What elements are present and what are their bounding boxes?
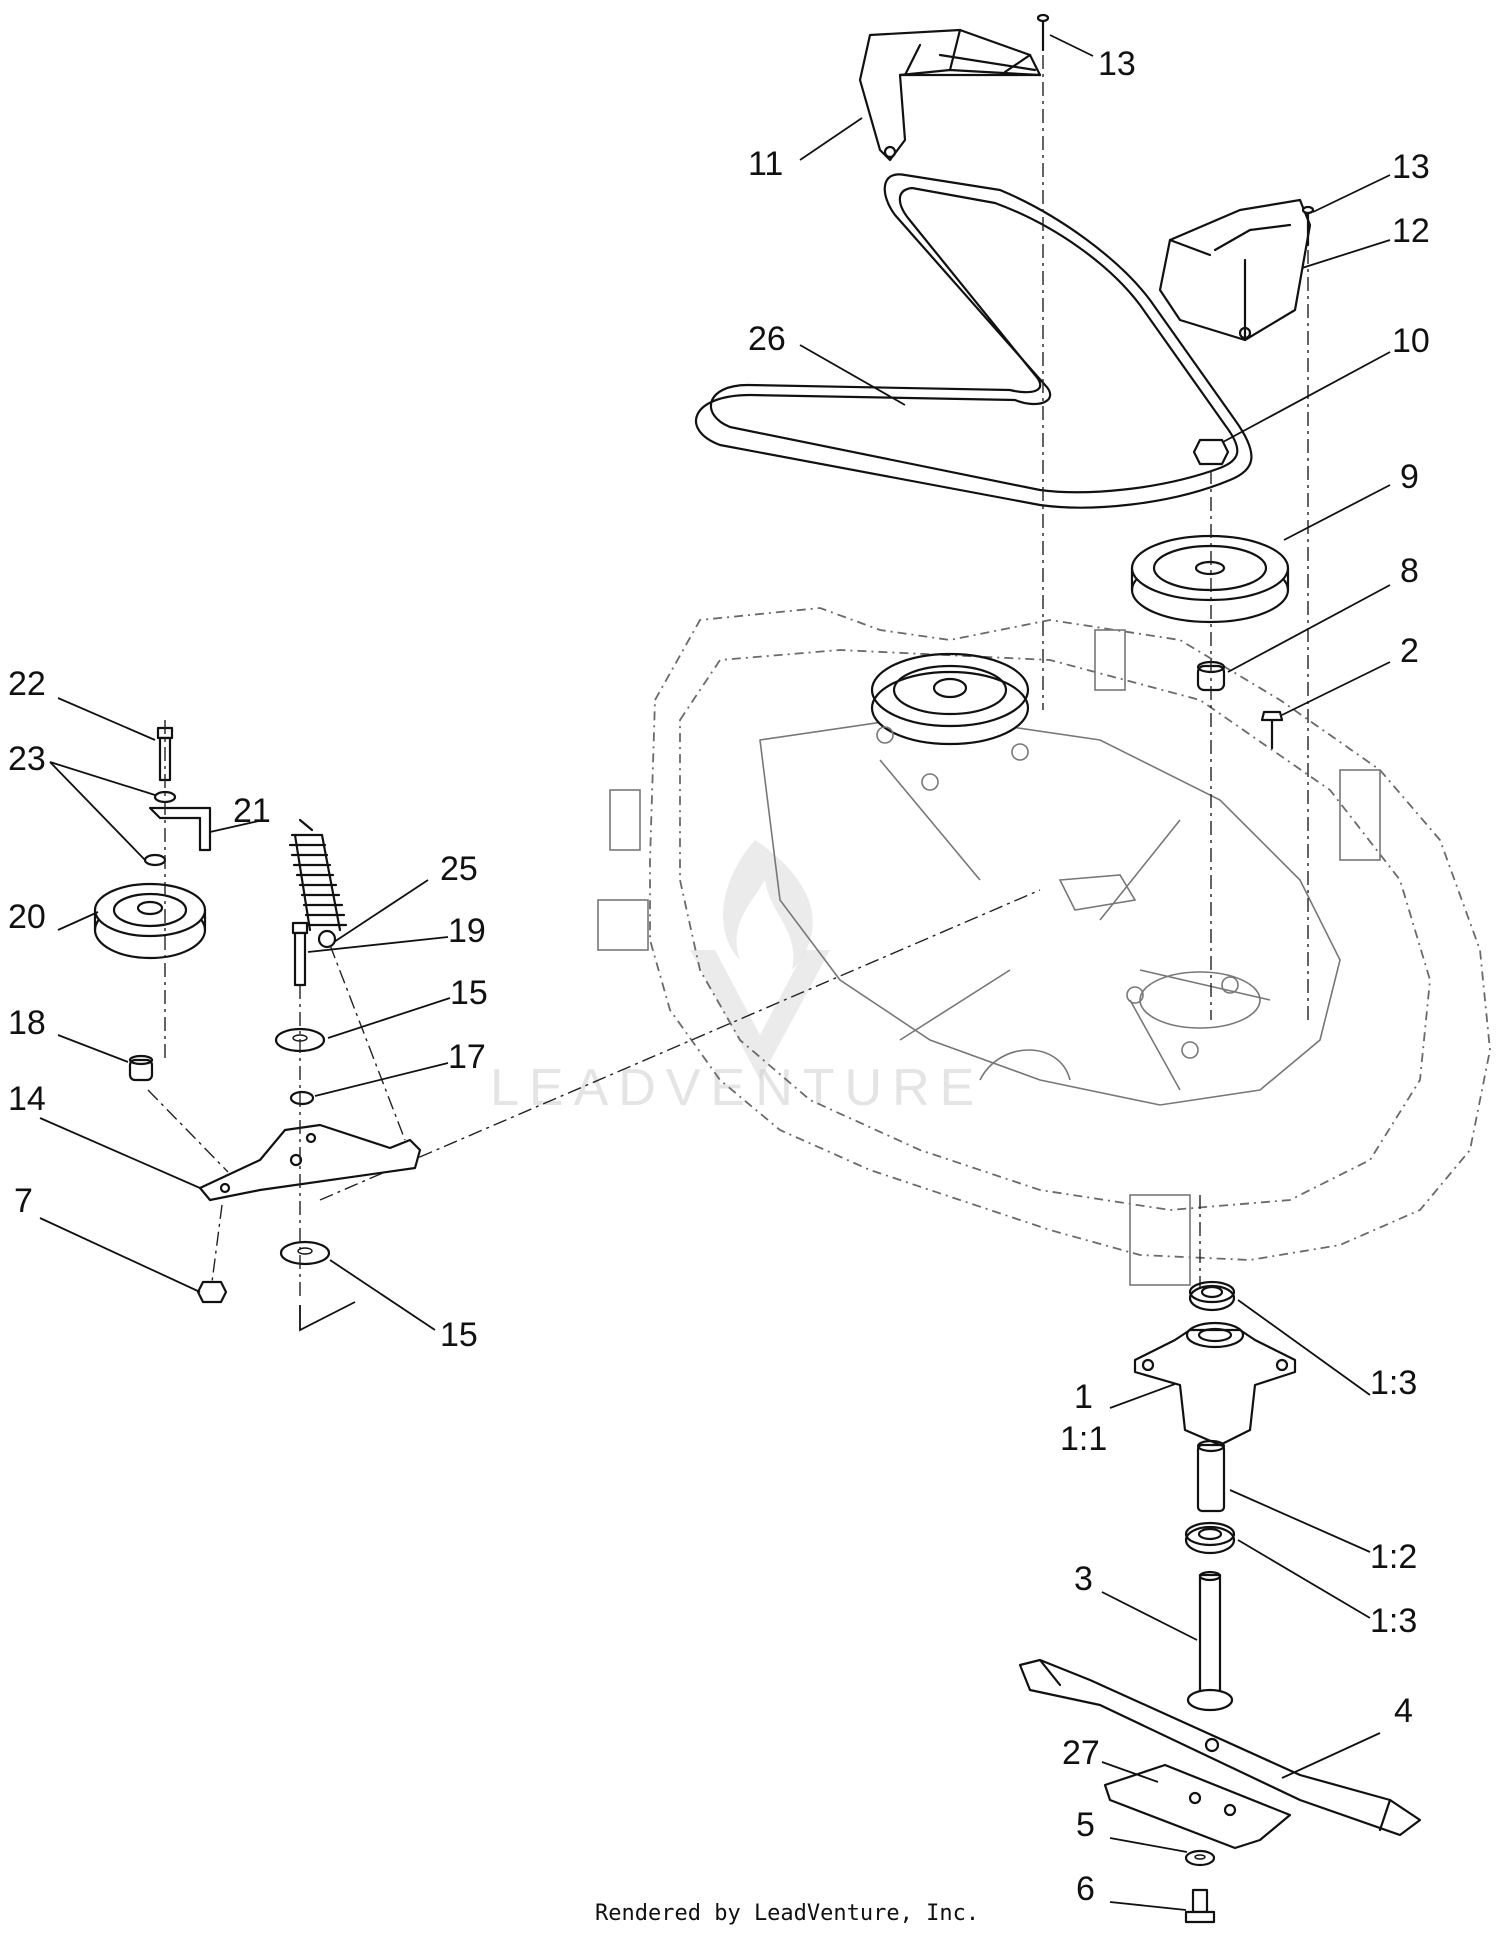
callout-21: 21 bbox=[233, 792, 271, 830]
callout-1-3-top: 1:3 bbox=[1370, 1364, 1417, 1402]
callout-13-top: 13 bbox=[1098, 45, 1136, 83]
callout-11: 11 bbox=[748, 145, 783, 183]
belt-cover-right bbox=[1158, 198, 1312, 342]
callout-18: 18 bbox=[8, 1004, 46, 1042]
callout-1: 1 bbox=[1074, 1378, 1093, 1416]
watermark-flame-icon bbox=[723, 840, 813, 970]
callout-17: 17 bbox=[448, 1038, 486, 1076]
pulley-9 bbox=[1130, 534, 1290, 624]
callout-4: 4 bbox=[1394, 1692, 1413, 1730]
callout-27: 27 bbox=[1062, 1734, 1100, 1772]
callout-1-2: 1:2 bbox=[1370, 1538, 1417, 1576]
screw-right bbox=[1301, 205, 1315, 247]
callout-12: 12 bbox=[1392, 212, 1430, 250]
nut-10 bbox=[1192, 438, 1230, 466]
mower-blade bbox=[1018, 1658, 1422, 1837]
callout-1-3-bottom: 1:3 bbox=[1370, 1602, 1417, 1640]
render-credit: Rendered by LeadVenture, Inc. bbox=[595, 1901, 979, 1926]
callout-15-bottom: 15 bbox=[440, 1316, 478, 1354]
washer-23-bottom bbox=[143, 853, 167, 867]
callout-26: 26 bbox=[748, 320, 786, 358]
callout-19: 19 bbox=[448, 912, 486, 950]
callout-labels: 22 23 21 20 18 14 7 25 19 15 17 15 13 11… bbox=[8, 45, 1430, 1908]
deck-spindle-pulley bbox=[870, 652, 1030, 791]
watermark-text: LEADVENTURE bbox=[490, 1059, 984, 1117]
callout-10: 10 bbox=[1392, 322, 1430, 360]
idler-arm bbox=[198, 1123, 422, 1202]
callout-13-right: 13 bbox=[1392, 148, 1430, 186]
watermark-v-icon bbox=[690, 950, 830, 1080]
blade-stiffener bbox=[1103, 1763, 1292, 1850]
callout-20: 20 bbox=[8, 898, 46, 936]
leader-lines bbox=[39, 34, 1391, 1911]
spindle-bearing-top bbox=[1188, 1280, 1236, 1312]
belt-cover-left bbox=[858, 28, 1042, 162]
callout-25: 25 bbox=[440, 850, 478, 888]
bolt-2 bbox=[1260, 710, 1284, 750]
callout-22: 22 bbox=[8, 665, 46, 703]
tension-spring bbox=[288, 818, 348, 949]
spindle-housing bbox=[1133, 1321, 1297, 1447]
spindle-spacer-tube bbox=[1196, 1439, 1226, 1513]
pivot-washer-bottom bbox=[279, 1240, 331, 1266]
centerline-spring bbox=[329, 944, 406, 1141]
callout-5: 5 bbox=[1076, 1806, 1095, 1844]
centerline-spacer-arm bbox=[147, 1089, 229, 1173]
spindle-shaft bbox=[1186, 1570, 1234, 1712]
pivot-bolt bbox=[291, 921, 309, 987]
mower-deck bbox=[597, 607, 1491, 1286]
callout-14: 14 bbox=[8, 1080, 46, 1118]
centerline-idler-nut bbox=[211, 1204, 223, 1283]
callout-1-1: 1:1 bbox=[1060, 1420, 1107, 1458]
idler-bracket bbox=[148, 806, 212, 852]
callout-8: 8 bbox=[1400, 552, 1419, 590]
callout-6: 6 bbox=[1076, 1870, 1095, 1908]
callout-2: 2 bbox=[1400, 632, 1419, 670]
callout-7: 7 bbox=[14, 1182, 33, 1220]
washer-5 bbox=[1184, 1849, 1216, 1867]
idler-spacer bbox=[128, 1054, 154, 1082]
callout-9: 9 bbox=[1400, 458, 1419, 496]
pivot-spacer-17 bbox=[289, 1090, 315, 1106]
bolt-6 bbox=[1184, 1888, 1216, 1924]
watermark: LEADVENTURE bbox=[490, 840, 984, 1117]
centerline-idler-arm bbox=[319, 889, 1041, 1201]
pivot-bracket-line bbox=[299, 1301, 356, 1332]
idler-pulley bbox=[93, 882, 207, 960]
callout-3: 3 bbox=[1074, 1560, 1093, 1598]
callout-15-top: 15 bbox=[450, 974, 488, 1012]
screw-top bbox=[1036, 13, 1050, 52]
drive-belt bbox=[694, 173, 1253, 509]
callout-23: 23 bbox=[8, 740, 46, 778]
spindle-bearing-bottom bbox=[1184, 1521, 1236, 1555]
idler-nut bbox=[196, 1280, 228, 1304]
